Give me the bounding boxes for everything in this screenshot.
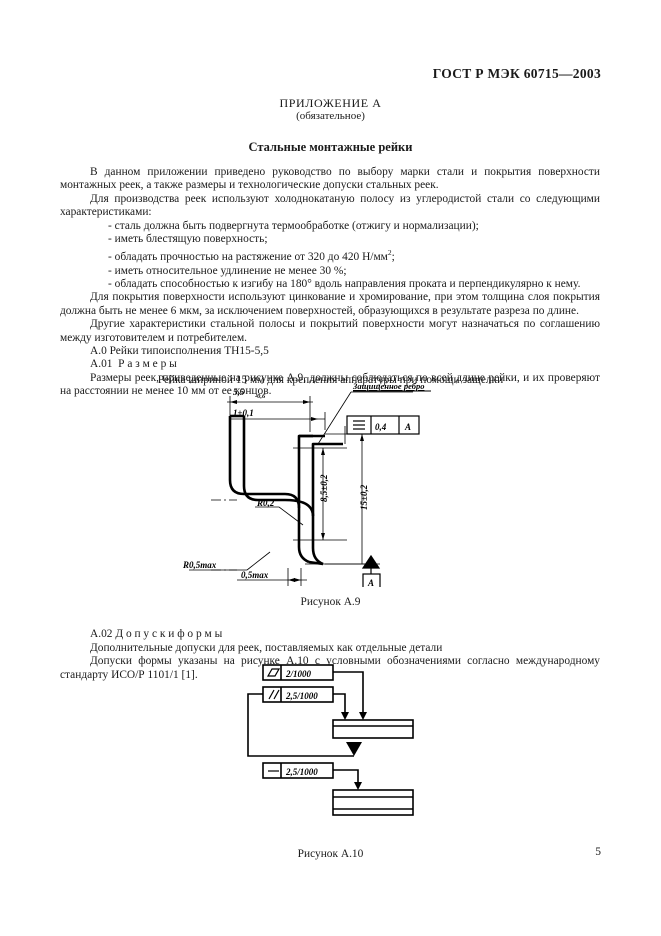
figure-a9-svg: 0,4 A A 5,5 -0,6 1±0,1 R0,2 R0,5max 0,5m… xyxy=(182,382,431,587)
dim-width-top-tolerance: -0,6 xyxy=(255,393,266,400)
paragraph-intro: В данном приложении приведено руководств… xyxy=(60,166,600,192)
unit-superscript: 2 xyxy=(387,248,392,258)
paragraph-dimensions: Размеры реек, приведенные на рисунке А.9… xyxy=(60,371,600,398)
dim-radius-max: R0,5max xyxy=(182,560,217,570)
section-a01-prefix: А.01 xyxy=(90,358,113,371)
dim-outer-height: 15±0,2 xyxy=(359,484,369,510)
bullet-elongation: - иметь относительное удлинение не менее… xyxy=(108,264,347,277)
paragraph-other-characteristics: Другие характеристики стальной полосы и … xyxy=(60,318,600,344)
dim-thickness: 1±0,1 xyxy=(233,408,254,418)
paragraph-production: Для производства реек используют холодно… xyxy=(60,192,600,219)
tolerance-value-flatness: 2/1000 xyxy=(285,669,312,679)
datum-letter-a: A xyxy=(367,578,374,587)
bullet-heat-treatment: - сталь должна быть подвергнута термообр… xyxy=(108,219,479,232)
page-header-standard-number: ГОСТ Р МЭК 60715—2003 xyxy=(432,66,601,81)
section-a02-label: Д о п у с к и ф о р м ы xyxy=(115,628,223,640)
section-heading-a0: А.0 Рейки типоисполнения ТН15-5,5 xyxy=(90,345,269,358)
figure-a9-lead-text: Рейка шириной 15 мм для крепления аппара… xyxy=(157,374,504,386)
tolerance-frame-value: 0,4 xyxy=(375,422,387,432)
tolerance-value-parallelism: 2,5/1000 xyxy=(285,691,318,701)
paragraph-additional-tolerances: Дополнительные допуски для реек, поставл… xyxy=(90,641,443,654)
section-a01-label: Р а з м е р ы xyxy=(118,358,177,371)
tolerance-frame-datum: A xyxy=(404,422,411,432)
body-text-block-1: В данном приложении приведено руководств… xyxy=(60,166,600,399)
body-text-block-2: А.02 Д о п у с к и ф о р м ы Дополнитель… xyxy=(60,628,600,682)
dim-radius-inner: R0,2 xyxy=(256,498,275,508)
dim-flat-max: 0,5max xyxy=(241,570,269,580)
figure-a9-rail-cross-section: 0,4 A A 5,5 -0,6 1±0,1 R0,2 R0,5max 0,5m… xyxy=(175,382,495,587)
tolerance-value-straightness: 2,5/1000 xyxy=(285,767,318,777)
paragraph-coating: Для покрытия поверхности используют цинк… xyxy=(60,291,600,317)
section-heading-a02: А.02 Д о п у с к и ф о р м ы xyxy=(60,628,600,642)
bullet-bending: - обладать способностью к изгибу на 180°… xyxy=(108,278,581,291)
figure-a10-caption: Рисунок А.10 xyxy=(297,848,364,860)
annex-title: ПРИЛОЖЕНИЕ А xyxy=(279,96,382,110)
annex-subtitle: (обязательное) xyxy=(296,110,365,122)
section-heading-a01: А.01 Р а з м е р ы xyxy=(60,358,600,371)
figure-a10-form-tolerances: 2/1000 2,5/1000 2,5/1000 xyxy=(230,660,440,840)
page-number: 5 xyxy=(595,846,601,858)
section-a02-prefix: А.02 xyxy=(90,628,113,640)
dim-width-top: 5,5 xyxy=(233,387,245,397)
annotation-protected-edge: Защищенное ребро xyxy=(352,382,424,391)
bullet-bright-surface: - иметь блестящую поверхность; xyxy=(108,233,268,246)
paragraph-form-tolerances: Допуски формы указаны на рисунке А.10 с … xyxy=(60,655,600,681)
figure-a10-svg: 2/1000 2,5/1000 2,5/1000 xyxy=(247,664,414,816)
page-title: Стальные монтажные рейки xyxy=(248,140,413,154)
figure-a9-caption: Рисунок А.9 xyxy=(300,596,361,608)
dim-inner-height: 8,5±0,2 xyxy=(319,474,329,502)
bullet-tensile-strength: - обладать прочностью на растяжение от 3… xyxy=(108,248,395,264)
